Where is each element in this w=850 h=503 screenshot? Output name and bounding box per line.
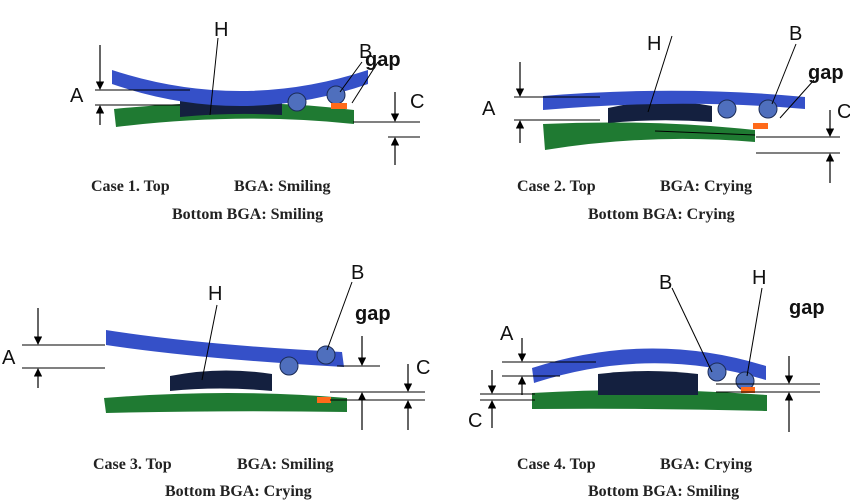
case-2-top-board (543, 90, 805, 110)
case-3-diagram: H B gap A C (2, 262, 430, 430)
case-4-diagram: B H gap A C (468, 267, 825, 432)
case-1-label-b: B (359, 41, 372, 63)
case-4-bottom-board (532, 389, 767, 411)
case-3-solder-ball (316, 345, 336, 365)
case-2-label-gap: gap (808, 62, 844, 84)
case-2-gap-marker (753, 123, 768, 129)
case-3-bottom-board (104, 393, 347, 413)
case-2-caption-top-bga: BGA: Crying (660, 178, 752, 195)
case-3-caption-title: Case 3. Top (93, 456, 172, 473)
case-1-caption-title: Case 1. Top (91, 178, 170, 195)
case-2-solder-ball (717, 99, 737, 119)
case-3-caption-bottom: Bottom BGA: Crying (165, 483, 312, 500)
case-1-caption-top-bga: BGA: Smiling (234, 178, 330, 195)
case-2-caption-bottom: Bottom BGA: Crying (588, 206, 735, 223)
case-3-label-h: H (208, 283, 222, 305)
case-3-label-c: C (416, 357, 430, 379)
case-4-label-gap: gap (789, 297, 825, 319)
case-4-top-board (532, 348, 766, 383)
case-1-gap-marker (331, 103, 347, 109)
case-4-label-a: A (500, 323, 514, 345)
case-2-label-b: B (789, 23, 802, 45)
case-4-caption-top-bga: BGA: Crying (660, 456, 752, 473)
case-4-label-h: H (752, 267, 766, 289)
case-3-solder-ball (279, 356, 299, 376)
case-3-component (170, 370, 272, 391)
case-1-label-c: C (410, 91, 424, 113)
case-1-label-gap: gap (365, 49, 401, 71)
case-3-gap-marker (317, 397, 331, 403)
case-2-diagram: H B gap A C (482, 23, 850, 183)
case-1-solder-ball (287, 92, 307, 112)
case-2-bottom-board (543, 122, 755, 150)
case-1-caption-bottom: Bottom BGA: Smiling (172, 206, 323, 223)
case-1-label-h: H (214, 19, 228, 41)
case-4-caption-title: Case 4. Top (517, 456, 596, 473)
case-4-solder-ball (707, 362, 727, 382)
case-2-label-a: A (482, 98, 496, 120)
case-4-label-b: B (659, 272, 672, 294)
case-2-label-c: C (837, 101, 850, 123)
case-4-gap-marker (741, 387, 755, 393)
case-2-label-h: H (647, 33, 661, 55)
case-4-component (598, 371, 698, 395)
case-2-solder-ball (758, 99, 778, 119)
case-2-component (608, 101, 712, 123)
case-4-caption-bottom: Bottom BGA: Smiling (588, 483, 739, 500)
case-2-caption-title: Case 2. Top (517, 178, 596, 195)
case-3-label-b: B (351, 262, 364, 284)
case-3-label-a: A (2, 347, 16, 369)
case-3-caption-top-bga: BGA: Smiling (237, 456, 333, 473)
case-4-label-c: C (468, 410, 482, 432)
case-1-label-a: A (70, 85, 84, 107)
case-3-top-board (106, 330, 344, 367)
case-1-diagram: H B gap A C (70, 19, 424, 165)
case-3-label-gap: gap (355, 303, 391, 325)
